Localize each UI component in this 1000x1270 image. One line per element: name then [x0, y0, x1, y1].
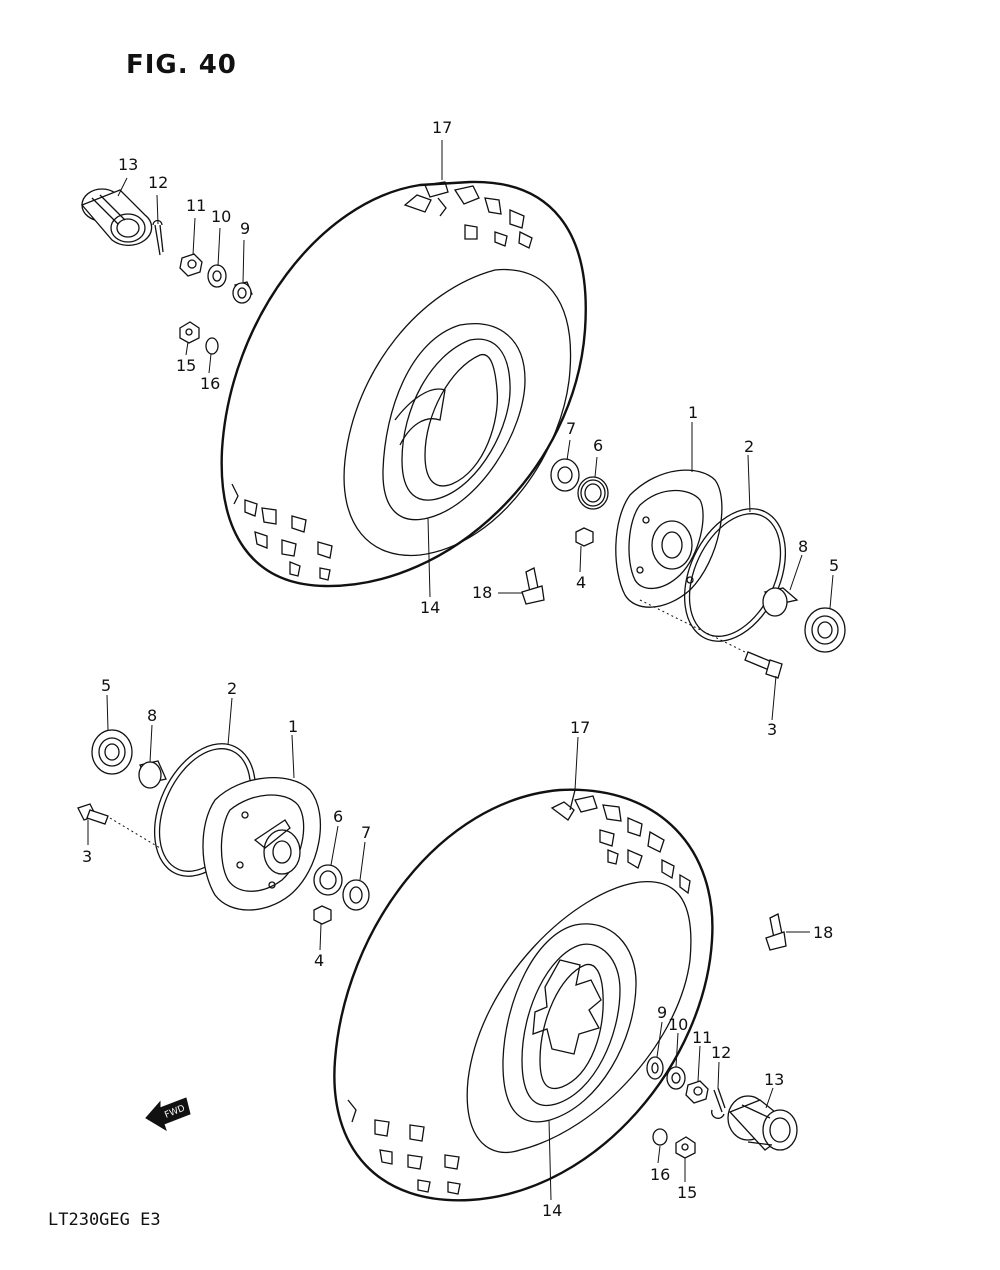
callout-13: 13 — [764, 1070, 784, 1089]
callout-14: 14 — [542, 1201, 562, 1220]
top-hub-cap — [80, 188, 153, 246]
callout-4: 4 — [314, 951, 324, 970]
top-hub-bolt — [639, 599, 783, 679]
bottom-wheel-hub — [202, 777, 322, 911]
callout-5: 5 — [829, 556, 839, 575]
callout-5: 5 — [101, 676, 111, 695]
top-cotter-pin — [152, 219, 164, 256]
leader-lines-top — [117, 140, 834, 721]
callout-8: 8 — [798, 537, 808, 556]
callout-15: 15 — [677, 1183, 697, 1202]
bottom-bearing — [313, 864, 343, 896]
callout-4: 4 — [576, 573, 586, 592]
top-nut-washer — [205, 337, 219, 355]
callout-2: 2 — [227, 679, 237, 698]
callout-2: 2 — [744, 437, 754, 456]
bottom-wheel-nut — [675, 1136, 696, 1159]
top-bearing-seal — [550, 458, 580, 492]
bottom-spacer — [646, 1056, 664, 1080]
top-washer — [207, 264, 227, 288]
bottom-hub-nut — [313, 905, 332, 925]
bottom-hub-spacer — [138, 760, 167, 789]
callout-17: 17 — [570, 718, 590, 737]
callout-3: 3 — [767, 720, 777, 739]
callout-16: 16 — [200, 374, 220, 393]
callout-9: 9 — [657, 1003, 667, 1022]
top-wheel-hub — [615, 469, 723, 608]
top-castle-nut — [179, 253, 203, 277]
callout-1: 1 — [688, 403, 698, 422]
top-hub-nut — [575, 527, 594, 547]
callout-8: 8 — [147, 706, 157, 725]
bottom-nut-washer — [652, 1128, 668, 1146]
callout-6: 6 — [593, 436, 603, 455]
figure-title: FIG. 40 — [126, 50, 237, 80]
callouts-bottom: 5 2 1 8 3 6 7 4 17 18 9 10 11 12 13 16 1… — [82, 676, 833, 1220]
bottom-hub-bolt — [77, 803, 161, 849]
top-outer-bearing — [804, 607, 846, 653]
bottom-outer-bearing — [91, 729, 133, 775]
leader-lines-bottom — [87, 694, 810, 1201]
callout-15: 15 — [176, 356, 196, 375]
callout-18: 18 — [472, 583, 492, 602]
callout-11: 11 — [186, 196, 206, 215]
top-tire — [220, 180, 587, 588]
callout-7: 7 — [566, 419, 576, 438]
bottom-hub-cap — [727, 1095, 798, 1151]
bottom-washer — [666, 1066, 686, 1090]
callout-11: 11 — [692, 1028, 712, 1047]
callout-9: 9 — [240, 219, 250, 238]
fwd-arrow-icon: FWD — [145, 1097, 191, 1132]
callout-1: 1 — [288, 717, 298, 736]
callout-7: 7 — [361, 823, 371, 842]
top-bearing — [577, 476, 609, 510]
model-code: LT230GEG E3 — [48, 1210, 161, 1230]
callout-10: 10 — [211, 207, 231, 226]
callout-13: 13 — [118, 155, 138, 174]
callout-12: 12 — [711, 1043, 731, 1062]
callout-14: 14 — [420, 598, 440, 617]
bottom-tire — [333, 788, 714, 1202]
bottom-bearing-seal — [342, 879, 370, 911]
bottom-castle-nut — [685, 1080, 709, 1104]
callout-18: 18 — [813, 923, 833, 942]
callout-3: 3 — [82, 847, 92, 866]
callout-12: 12 — [148, 173, 168, 192]
top-hub-spacer — [762, 587, 799, 617]
callout-6: 6 — [333, 807, 343, 826]
callout-16: 16 — [650, 1165, 670, 1184]
callout-10: 10 — [668, 1015, 688, 1034]
callout-17: 17 — [432, 118, 452, 137]
top-wheel-nut — [179, 321, 200, 344]
top-spacer — [232, 281, 253, 304]
callouts-top: 17 13 12 11 10 9 15 16 7 6 1 2 8 5 4 18 … — [118, 118, 839, 739]
top-tire-valve — [521, 567, 545, 605]
bottom-cotter-pin — [711, 1087, 726, 1119]
bottom-tire-valve — [765, 913, 787, 951]
